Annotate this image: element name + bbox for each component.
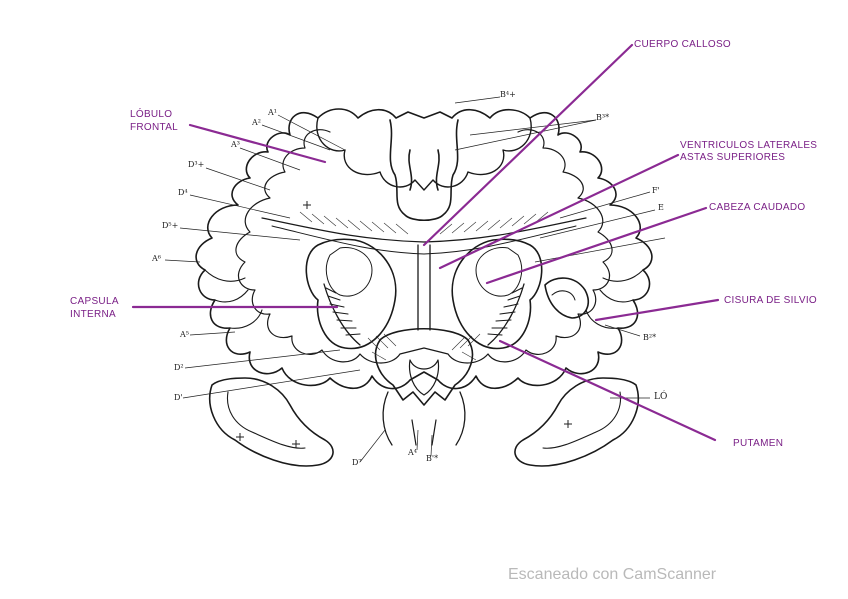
pointer-cisura-silvio [596,300,718,320]
label-lobulo-frontal-line2: FRONTAL [130,122,178,134]
mark-d7: D⁷ [352,458,362,467]
label-cuerpo-calloso: CUERPO CALLOSO [634,39,731,51]
label-ventriculos-line1: VENTRICULOS LATERALES [680,140,817,152]
mark-d5: D⁵+ [162,221,178,230]
label-capsula-interna-line2: INTERNA [70,309,116,321]
label-lobulo-frontal-line1: LÓBULO [130,109,172,121]
pointer-lobulo-frontal [190,125,325,162]
mark-a6: A⁶ [152,254,161,263]
mark-b4: B⁴+ [500,90,516,99]
mark-d2: D² [174,363,184,372]
label-ventriculos-line2: ASTAS SUPERIORES [680,152,785,164]
mark-d4: D⁴ [178,188,188,197]
mark-e: E [658,203,664,212]
pointer-ventriculos [440,155,678,268]
mark-f1: F' [652,186,660,195]
mark-b1: B'* [426,454,438,463]
mark-a3: A³ [231,140,240,149]
mark-a2: A² [252,118,261,127]
label-capsula-interna-line1: CAPSULA [70,296,119,308]
right-temporal-lobe [515,378,638,466]
mark-a4: A⁴ [408,448,417,457]
mark-d1: D' [174,393,183,402]
mark-a1: A¹ [268,108,277,117]
mark-b3: B³* [596,113,609,122]
label-putamen: PUTAMEN [733,438,783,450]
pointer-cuerpo-calloso [424,45,632,245]
watermark-text: Escaneado con CamScanner [508,566,716,584]
mark-a5: A⁵ [180,330,189,339]
label-cabeza-caudado: CABEZA CAUDADO [709,202,805,214]
mark-b2: B²* [643,333,656,342]
mark-lo: LÓ [654,392,667,402]
left-temporal-lobe [210,378,333,466]
label-cisura-silvio: CISURA DE SILVIO [724,295,817,307]
mark-d3: D³+ [188,160,204,169]
